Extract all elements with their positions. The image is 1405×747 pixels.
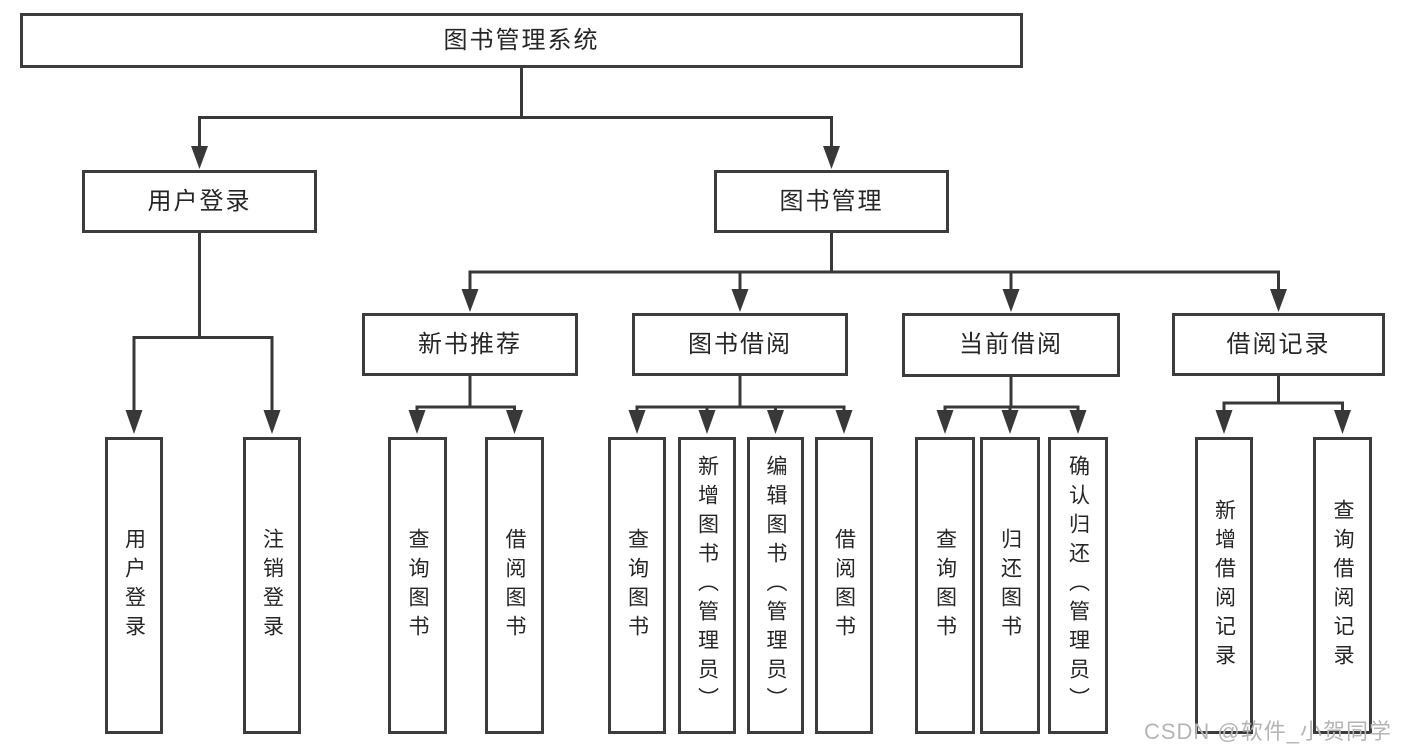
leaf-user-login: 用户登录 (105, 437, 163, 734)
csdn-watermark: CSDN @软件_小贺同学 (1143, 719, 1392, 744)
leaf-borrow-books-recommend: 借阅图书 (485, 437, 544, 734)
leaf-query-books-recommend: 查询图书 (388, 437, 447, 734)
leaf-edit-books-admin: 编辑图书（管理员） (747, 437, 804, 734)
node-user-login: 用户登录 (82, 170, 317, 233)
leaf-query-borrow-record: 查询借阅记录 (1313, 437, 1372, 734)
node-book-borrowing: 图书借阅 (632, 313, 848, 376)
leaf-logout: 注销登录 (243, 437, 301, 734)
leaf-borrow-books-borrowing: 借阅图书 (815, 437, 873, 734)
node-current-borrowing: 当前借阅 (902, 313, 1120, 377)
leaf-return-books: 归还图书 (980, 437, 1040, 734)
leaf-add-borrow-record: 新增借阅记录 (1195, 437, 1253, 734)
node-book-management: 图书管理 (714, 170, 949, 233)
leaf-query-books-borrowing: 查询图书 (608, 437, 666, 734)
node-borrowing-records: 借阅记录 (1172, 313, 1385, 376)
leaf-confirm-return-admin: 确认归还（管理员） (1048, 437, 1108, 734)
node-new-book-recommend: 新书推荐 (362, 313, 578, 376)
leaf-query-books-current: 查询图书 (915, 437, 975, 734)
leaf-add-books-admin: 新增图书（管理员） (678, 437, 736, 734)
node-root-system: 图书管理系统 (20, 13, 1023, 68)
